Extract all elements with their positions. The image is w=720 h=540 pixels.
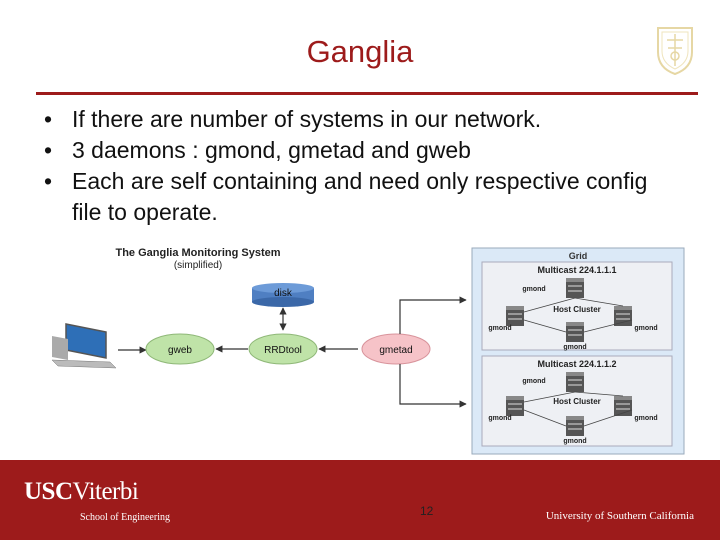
title-divider <box>36 92 698 95</box>
footer-bar: USCViterbi School of Engineering 12 Univ… <box>0 460 720 540</box>
server-icon <box>566 322 584 342</box>
bullet-item: •Each are self containing and need only … <box>44 168 648 225</box>
gmond-label: gmond <box>634 325 657 332</box>
usc-viterbi-logo: USCViterbi <box>24 478 139 506</box>
school-name: School of Engineering <box>80 512 170 523</box>
gmond-label: gmond <box>522 378 545 385</box>
university-name: University of Southern California <box>545 510 694 522</box>
gmond-label: gmond <box>488 325 511 332</box>
host-cluster-label: Host Cluster <box>553 397 601 406</box>
cluster-2: Multicast 224.1.1.2 Host Cluster gmond g… <box>481 355 673 447</box>
multicast-label: Multicast 224.1.1.2 <box>537 359 616 369</box>
server-icon <box>566 372 584 392</box>
computer-monitor-icon <box>51 323 117 369</box>
gmetad-label: gmetad <box>379 345 412 356</box>
gmond-label: gmond <box>522 286 545 293</box>
server-icon <box>566 278 584 298</box>
gmond-label: gmond <box>488 415 511 422</box>
bullet-list: •If there are number of systems in our n… <box>40 104 680 228</box>
logo-viterbi: Viterbi <box>72 478 139 505</box>
gmond-label: gmond <box>634 415 657 422</box>
logo-usc: USC <box>24 478 73 505</box>
grid-label: Grid <box>569 251 588 261</box>
bullet-text: If there are number of systems in our ne… <box>72 106 542 132</box>
page-number: 12 <box>420 504 434 518</box>
slide-title: Ganglia <box>306 34 414 69</box>
server-icon <box>614 306 632 326</box>
rrdtool-node <box>248 333 318 365</box>
gmond-label: gmond <box>563 438 586 445</box>
usc-crest-icon <box>657 27 693 76</box>
disk-icon: disk <box>252 283 314 307</box>
gmetad-node <box>361 333 431 365</box>
host-cluster-label: Host Cluster <box>553 305 601 314</box>
cluster-1: Multicast 224.1.1.1 Host Cluster gmond g… <box>481 261 673 351</box>
disk-label: disk <box>274 288 293 299</box>
gweb-node <box>145 333 215 365</box>
bullet-item: •If there are number of systems in our n… <box>44 106 542 132</box>
multicast-label: Multicast 224.1.1.1 <box>537 265 616 275</box>
bullet-text: Each are self containing and need only r… <box>72 168 648 225</box>
gmond-label: gmond <box>563 344 586 351</box>
diagram-subtitle: (simplified) <box>174 260 222 271</box>
server-icon <box>506 306 524 326</box>
gweb-label: gweb <box>168 345 192 356</box>
rrdtool-label: RRDtool <box>264 345 302 356</box>
server-icon <box>566 416 584 436</box>
diagram-title: The Ganglia Monitoring System <box>115 247 280 259</box>
bullet-item: •3 daemons : gmond, gmetad and gweb <box>44 137 471 163</box>
bullet-text: 3 daemons : gmond, gmetad and gweb <box>72 137 471 163</box>
ganglia-diagram: The Ganglia Monitoring System (simplifie… <box>51 247 685 455</box>
server-icon <box>506 396 524 416</box>
